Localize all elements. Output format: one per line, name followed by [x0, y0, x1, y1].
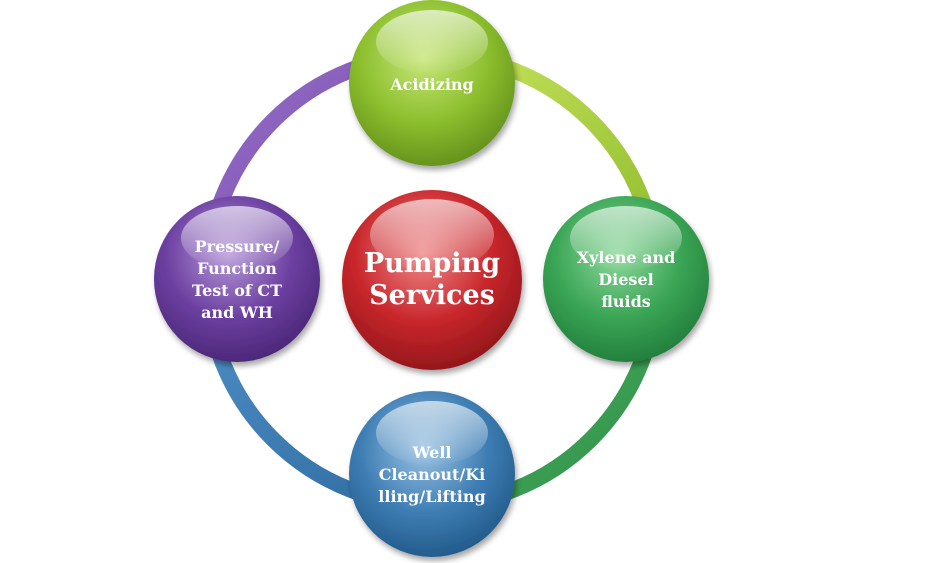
- center-node-pumping-services: Pumping Services: [342, 190, 522, 370]
- node-pressure-label-line-3: Test of CT: [192, 281, 282, 300]
- center-label-line-2: Services: [369, 280, 495, 311]
- node-well-label-line-2: Cleanout/Ki: [379, 465, 486, 484]
- node-pressure-function-test: Pressure/ Function Test of CT and WH: [154, 196, 320, 362]
- node-acidizing-label: Acidizing: [389, 75, 473, 94]
- node-well-label-line-1: Well: [412, 443, 452, 462]
- node-xylene-label-line-3: fluids: [601, 292, 651, 311]
- node-pressure-label-line-2: Function: [197, 259, 277, 278]
- node-well-label-line-3: lling/Lifting: [378, 487, 485, 506]
- center-label-line-1: Pumping: [364, 248, 500, 279]
- node-xylene-diesel: Xylene and Diesel fluids: [543, 196, 709, 362]
- node-well-cleanout: Well Cleanout/Ki lling/Lifting: [349, 391, 515, 557]
- node-acidizing: Acidizing: [349, 0, 515, 166]
- node-xylene-label-line-1: Xylene and: [577, 248, 676, 267]
- node-xylene-label-line-2: Diesel: [598, 270, 653, 289]
- node-pressure-label-line-4: and WH: [201, 303, 273, 322]
- node-pressure-label-line-1: Pressure/: [195, 237, 280, 256]
